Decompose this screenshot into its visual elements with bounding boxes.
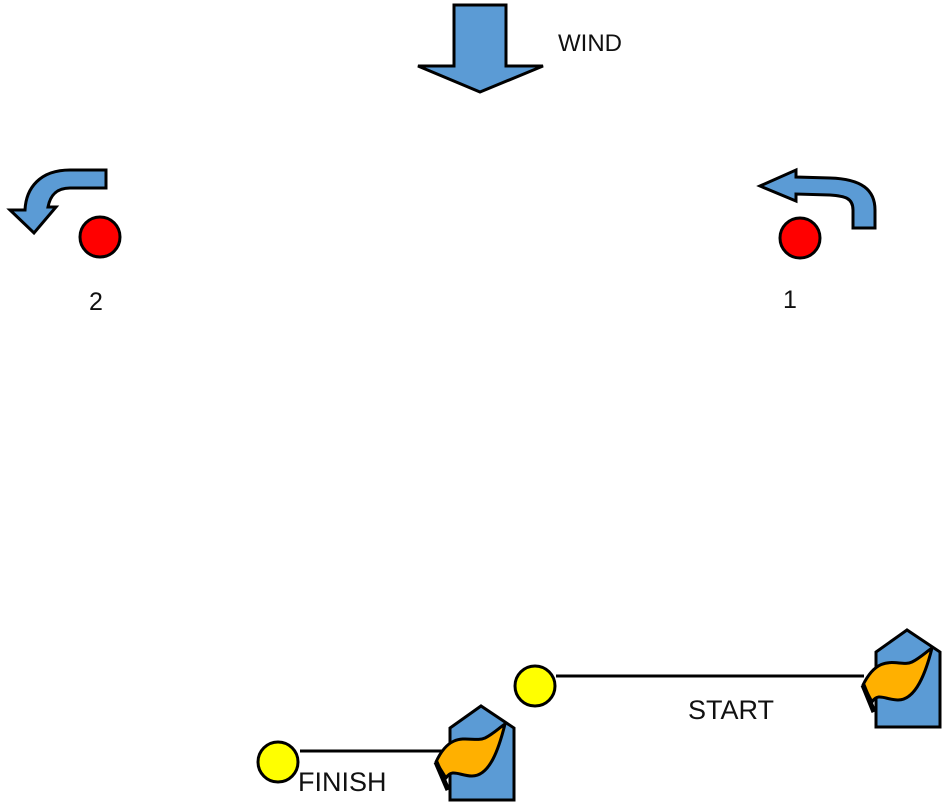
wind-label: WIND [558,30,622,57]
wind-arrow-icon [417,3,544,94]
finish-line-label: FINISH [298,767,387,797]
mark-1-number: 1 [783,286,797,314]
start-committee-boat-icon [860,628,942,729]
mark-2-buoy [78,215,122,259]
finish-pin-buoy [256,740,300,784]
mark-1-buoy [778,216,822,260]
mark-2-number: 2 [89,288,103,316]
finish-committee-boat-icon [433,704,516,802]
mark-2-rounding-arrow-icon [6,168,108,236]
start-line-label: START [688,695,775,725]
mark-1-rounding-arrow-icon [756,167,877,230]
start-pin-buoy [513,664,557,708]
